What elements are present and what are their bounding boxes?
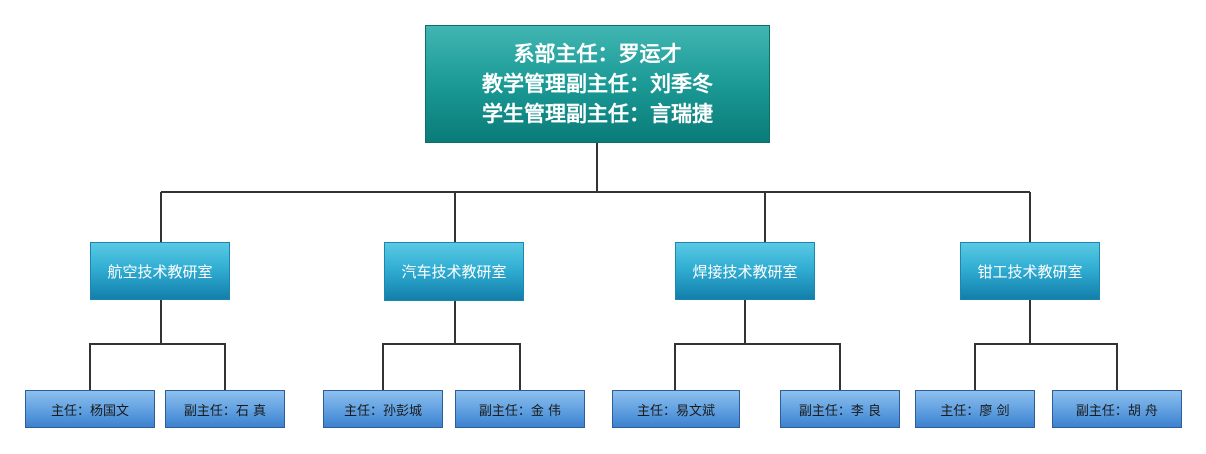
root-node-department-leadership: 系部主任：罗运才 教学管理副主任：刘季冬 学生管理副主任：言瑞捷 bbox=[425, 25, 770, 143]
staff-node-2-director: 主任：孙彭城 bbox=[323, 390, 443, 428]
staff-node-4-director: 主任：廖 剑 bbox=[915, 390, 1035, 428]
root-line-head: 系部主任：罗运才 bbox=[513, 42, 682, 66]
dept-node-3: 焊接技术教研室 bbox=[675, 242, 815, 300]
root-line-teaching-deputy: 教学管理副主任：刘季冬 bbox=[482, 72, 713, 96]
connector-dept-3-branch bbox=[674, 343, 841, 390]
connector-dept-2-branch bbox=[382, 343, 521, 390]
connector-dept-1-branch bbox=[89, 343, 226, 390]
dept-node-2: 汽车技术教研室 bbox=[384, 242, 524, 301]
connector-dept-4-branch bbox=[974, 343, 1118, 390]
root-line-student-deputy: 学生管理副主任：言瑞捷 bbox=[482, 102, 713, 126]
dept-node-1: 航空技术教研室 bbox=[90, 242, 230, 300]
staff-node-3-deputy: 副主任：李 良 bbox=[780, 390, 900, 428]
staff-node-1-deputy: 副主任：石 真 bbox=[165, 390, 285, 428]
dept-node-4: 钳工技术教研室 bbox=[960, 242, 1100, 300]
staff-node-3-director: 主任：易文斌 bbox=[612, 390, 740, 428]
staff-node-2-deputy: 副主任：金 伟 bbox=[455, 390, 585, 428]
staff-node-1-director: 主任：杨国文 bbox=[25, 390, 155, 428]
staff-node-4-deputy: 副主任：胡 舟 bbox=[1052, 390, 1182, 428]
